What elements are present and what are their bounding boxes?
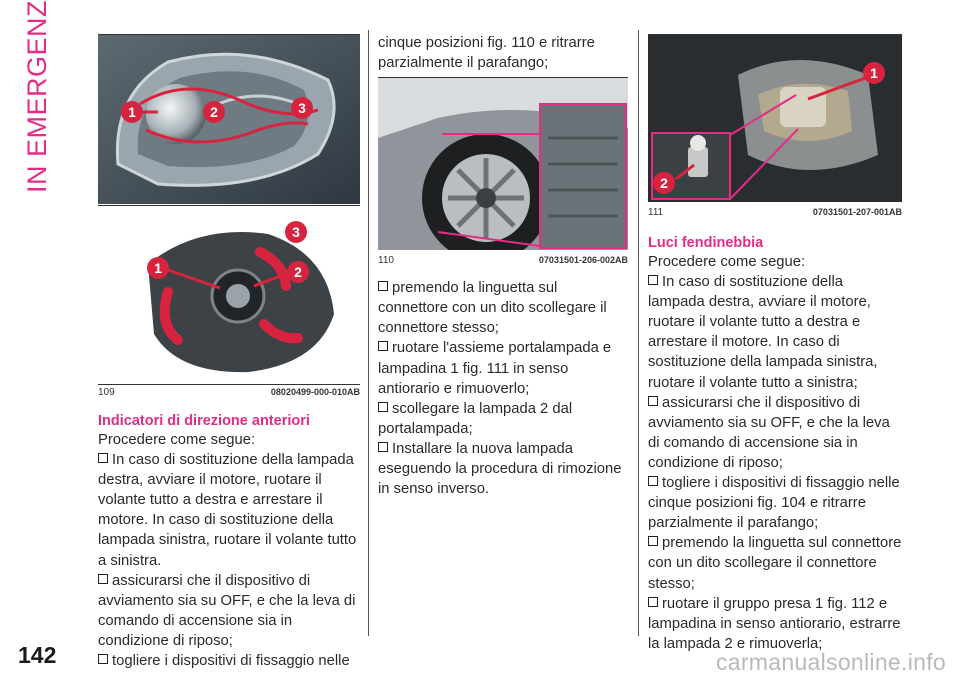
callout-2-icon: 2 [653,172,675,194]
checkbox-bullet-icon [648,476,658,487]
list-item: ruotare l'assieme portalampada e lampadi… [378,340,612,397]
section-heading-fog-lights: Luci fendinebbia [648,235,764,251]
figure-top-rule [648,34,902,35]
checkbox-bullet-icon [648,596,658,607]
list-item: scollegare la lampada 2 dal portalampada… [378,400,573,437]
list-item: togliere i dispositivi di fissaggio nell… [648,475,900,532]
fog-lamp-photo: 1 2 [648,34,902,202]
checkbox-bullet-icon [98,654,108,665]
list-item: ruotare il gruppo presa 1 fig. 112 e lam… [648,595,901,652]
figure-code: 08020499-000-010AB [270,387,360,397]
figure-caption: 109 08020499-000-010AB [98,382,360,398]
list-item: In caso di sostituzione della lampada de… [98,452,357,569]
svg-text:1: 1 [870,65,878,81]
page-number: 142 [18,642,57,668]
checkbox-bullet-icon [648,536,658,547]
figure-number: 109 [98,387,115,398]
figure-caption: 111 07031501-207-001AB [648,201,902,218]
list-item: assicurarsi che il dispositivo di avviam… [648,394,890,471]
figure-110: 110 07031501-206-002AB [378,77,628,266]
headlamp-front-photo: 1 2 3 [98,34,360,204]
list-item: Installare la nuova lampada eseguendo la… [378,440,622,498]
figure-109: 1 2 3 [98,34,360,398]
continued-text: cinque posizioni fig. 110 e ritrarre par… [378,35,595,72]
figure-code: 07031501-207-001AB [812,207,902,217]
checkbox-bullet-icon [378,441,388,452]
figure-caption: 110 07031501-206-002AB [378,249,628,266]
checkbox-bullet-icon [378,401,388,412]
svg-text:2: 2 [294,264,302,280]
column-left: 1 2 3 [98,34,360,671]
callout-3-icon: 3 [291,97,313,119]
svg-text:2: 2 [210,104,218,120]
footer-watermark: carmanualsonline.info [715,649,946,675]
section-intro: Procedere come segue: [98,432,256,448]
callout-3-icon: 3 [285,221,307,243]
section-heading-indicators: Indicatori di direzione anteriori [98,413,310,429]
list-item: togliere i dispositivi di fissaggio nell… [98,651,360,671]
callout-1-icon: 1 [121,101,143,123]
svg-text:2: 2 [660,175,668,191]
figure-111: 1 2 111 07031501-207-001AB [648,34,902,218]
svg-text:3: 3 [292,224,300,240]
column-middle: cinque posizioni fig. 110 e ritrarre par… [378,33,628,499]
svg-text:3: 3 [298,100,306,116]
svg-text:1: 1 [128,104,136,120]
figure-code: 07031501-206-002AB [538,255,628,266]
checkbox-bullet-icon [378,341,388,352]
figure-number: 111 [648,207,664,218]
checkbox-bullet-icon [648,395,658,406]
figure-mid-rule [98,205,360,206]
section-side-title: IN EMERGENZA [22,0,52,193]
callout-1-icon: 1 [863,62,885,84]
checkbox-bullet-icon [648,275,658,286]
callout-2-icon: 2 [287,261,309,283]
figure-top-rule [378,77,628,79]
list-item: premendo la linguetta sul connettore con… [378,280,607,337]
wheel-arch-photo [378,77,628,251]
callout-2-icon: 2 [203,101,225,123]
callout-1-icon: 1 [147,257,169,279]
svg-text:1: 1 [154,260,162,276]
checkbox-bullet-icon [98,573,108,584]
figure-number: 110 [378,255,394,267]
checkbox-bullet-icon [378,281,388,292]
list-item: assicurarsi che il dispositivo di avviam… [98,572,356,649]
headlamp-rear-photo: 1 2 3 [98,204,360,382]
figure-bottom-rule [98,384,360,385]
checkbox-bullet-icon [98,453,108,464]
list-item: premendo la linguetta sul connettore con… [648,535,902,592]
column-divider-1 [368,30,369,636]
section-intro: Procedere come segue: [648,254,806,270]
list-item: In caso di sostituzione della lampada de… [648,274,878,391]
column-right: 1 2 111 07031501-207-001AB Luci fendineb… [648,34,902,654]
column-divider-2 [638,30,639,636]
figure-top-rule [98,34,360,35]
